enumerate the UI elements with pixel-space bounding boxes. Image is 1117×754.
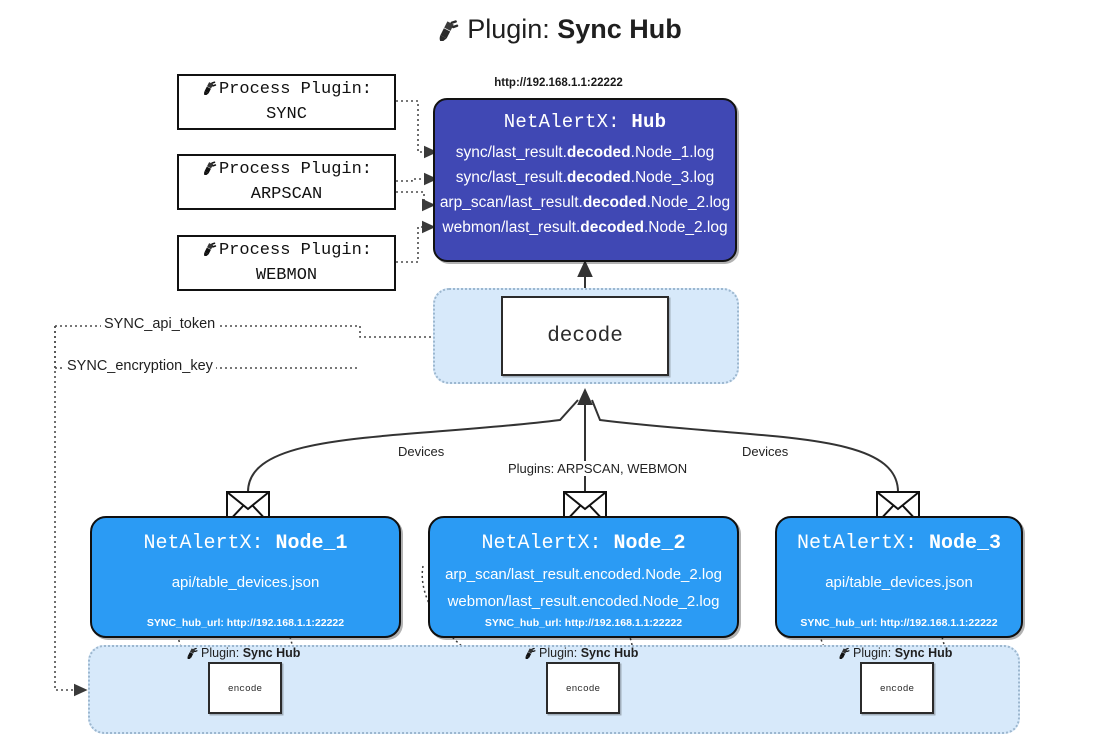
page-title-name: Sync Hub — [557, 14, 682, 44]
process-plugin-label: Process Plugin: — [218, 159, 373, 179]
node-title: NetAlertX: Node_3 — [796, 532, 1002, 555]
process-plugin-label: Process Plugin: — [218, 79, 373, 99]
edge-label-devices-left: Devices — [394, 444, 449, 459]
node-resource-line: arp_scan/last_result.encoded.Node_2.log — [445, 566, 722, 583]
encoder-caption-1: Plugin: Sync Hub — [185, 645, 300, 662]
plug-icon — [201, 158, 218, 184]
plug-icon — [201, 78, 218, 104]
decode-label: decode — [547, 324, 623, 348]
node-footer: SYNC_hub_url: http://192.168.1.1:22222 — [146, 617, 345, 629]
process-plugin-label: Process Plugin: — [218, 240, 373, 260]
plug-icon — [185, 645, 199, 662]
hub-title: NetAlertX: Hub — [503, 111, 667, 133]
hub-log-line: arp_scan/last_result.decoded.Node_2.log — [439, 194, 731, 211]
node-box-1[interactable]: NetAlertX: Node_1 api/table_devices.json… — [90, 516, 401, 638]
process-plugin-name: ARPSCAN — [250, 184, 323, 204]
page-title: Plugin: Sync Hub — [0, 14, 1117, 48]
hub-log-line: sync/last_result.decoded.Node_3.log — [455, 169, 715, 186]
node-footer: SYNC_hub_url: http://192.168.1.1:22222 — [800, 617, 998, 629]
encode-box-3[interactable]: encode — [860, 662, 934, 714]
hub-log-list: sync/last_result.decoded.Node_1.log sync… — [435, 140, 735, 240]
plug-icon — [435, 15, 461, 48]
node-footer: SYNC_hub_url: http://192.168.1.1:22222 — [484, 617, 683, 629]
process-plugin-sync[interactable]: Process Plugin: SYNC — [177, 74, 396, 130]
process-plugin-name: WEBMON — [255, 265, 318, 285]
plug-icon — [523, 645, 537, 662]
hub-url-label: http://192.168.1.1:22222 — [494, 77, 623, 89]
encode-box-1[interactable]: encode — [208, 662, 282, 714]
node-resource-line: webmon/last_result.encoded.Node_2.log — [447, 593, 720, 610]
process-plugin-webmon[interactable]: Process Plugin: WEBMON — [177, 235, 396, 291]
node-box-2[interactable]: NetAlertX: Node_2 arp_scan/last_result.e… — [428, 516, 739, 638]
setting-api-token: SYNC_api_token — [101, 316, 219, 332]
node-title: NetAlertX: Node_1 — [143, 532, 348, 555]
edge-label-devices-right: Devices — [738, 444, 793, 459]
setting-encryption-key: SYNC_encryption_key — [64, 358, 216, 374]
encoder-caption-3: Plugin: Sync Hub — [837, 645, 952, 662]
edge-label-plugins-center: Plugins: ARPSCAN, WEBMON — [504, 461, 692, 476]
encode-label: encode — [227, 682, 263, 694]
encode-label: encode — [879, 682, 915, 694]
encode-box-2[interactable]: encode — [546, 662, 620, 714]
hub-box[interactable]: NetAlertX: Hub sync/last_result.decoded.… — [433, 98, 737, 262]
node-title: NetAlertX: Node_2 — [481, 532, 686, 555]
plug-icon — [201, 239, 218, 265]
node-box-3[interactable]: NetAlertX: Node_3 api/table_devices.json… — [775, 516, 1023, 638]
encoder-caption-2: Plugin: Sync Hub — [523, 645, 638, 662]
decode-box[interactable]: decode — [501, 296, 669, 376]
process-plugin-arpscan[interactable]: Process Plugin: ARPSCAN — [177, 154, 396, 210]
encode-label: encode — [565, 682, 601, 694]
process-plugin-name: SYNC — [266, 104, 307, 124]
node-resource-line: api/table_devices.json — [171, 574, 320, 591]
page-title-prefix: Plugin: — [467, 14, 550, 44]
hub-log-line: sync/last_result.decoded.Node_1.log — [455, 144, 715, 161]
hub-log-line: webmon/last_result.decoded.Node_2.log — [442, 219, 728, 236]
node-resource-line: api/table_devices.json — [825, 574, 973, 591]
plug-icon — [837, 645, 851, 662]
